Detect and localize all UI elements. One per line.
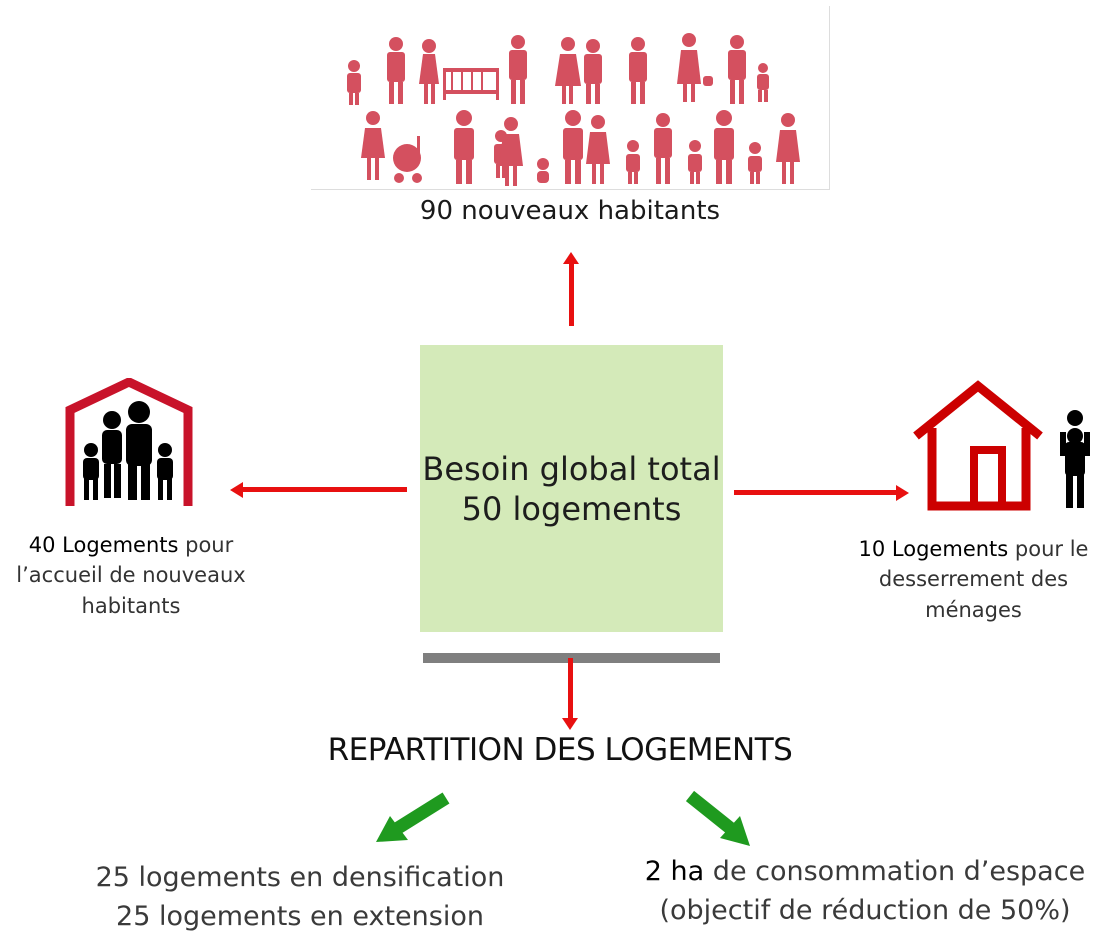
arrow-right-shaft [734, 490, 898, 495]
surface-value: 2 ha [644, 856, 705, 887]
bottom-right-text: 2 ha de consommation d’espace (objectif … [630, 852, 1097, 930]
arrow-right-head-icon [896, 485, 909, 501]
surface-consumption-text: de consommation d’espace [704, 856, 1086, 887]
global-need-value: 50 logements [461, 489, 682, 528]
global-need-box: Besoin global total 50 logements [420, 345, 723, 632]
people-illustration [311, 6, 830, 190]
reduction-objective-text: (objectif de réduction de 50%) [659, 895, 1071, 927]
green-arrow-down-left-icon [370, 790, 460, 850]
people-silhouettes-icon [347, 33, 800, 186]
right-housing-count: 10 Logements [858, 537, 1009, 561]
left-housing-rest2: l’accueil de nouveaux [16, 563, 246, 588]
bottom-left-text: 25 logements en densification 25 logemen… [80, 858, 520, 936]
left-housing-rest3: habitants [81, 593, 181, 618]
arrow-left-shaft [242, 487, 407, 492]
green-arrow-down-right-icon [680, 788, 760, 850]
right-housing-rest3: ménages [925, 597, 1022, 622]
family-house-icon [64, 377, 194, 508]
right-housing-text: 10 Logements pour le desserrement des mé… [850, 534, 1097, 625]
arrow-up-shaft [569, 262, 574, 326]
arrow-down-shaft [568, 658, 573, 720]
house-person-icon [910, 380, 1097, 512]
arrow-up-head-icon [563, 252, 579, 264]
global-need-label: Besoin global total [422, 449, 721, 488]
arrow-down-head-icon [562, 718, 578, 730]
left-housing-count: 40 Logements [28, 533, 179, 557]
densification-line: 25 logements en densification [95, 862, 505, 893]
right-housing-rest1: pour le [1008, 537, 1089, 561]
left-housing-text: 40 Logements pour l’accueil de nouveaux … [0, 530, 262, 621]
repartition-title: REPARTITION DES LOGEMENTS [327, 732, 793, 768]
extension-line: 25 logements en extension [116, 901, 484, 933]
arrow-left-head-icon [230, 482, 243, 498]
right-housing-rest2: desserrement des [878, 567, 1069, 592]
new-inhabitants-caption: 90 nouveaux habitants [419, 196, 721, 226]
left-housing-rest1: pour [178, 533, 234, 557]
